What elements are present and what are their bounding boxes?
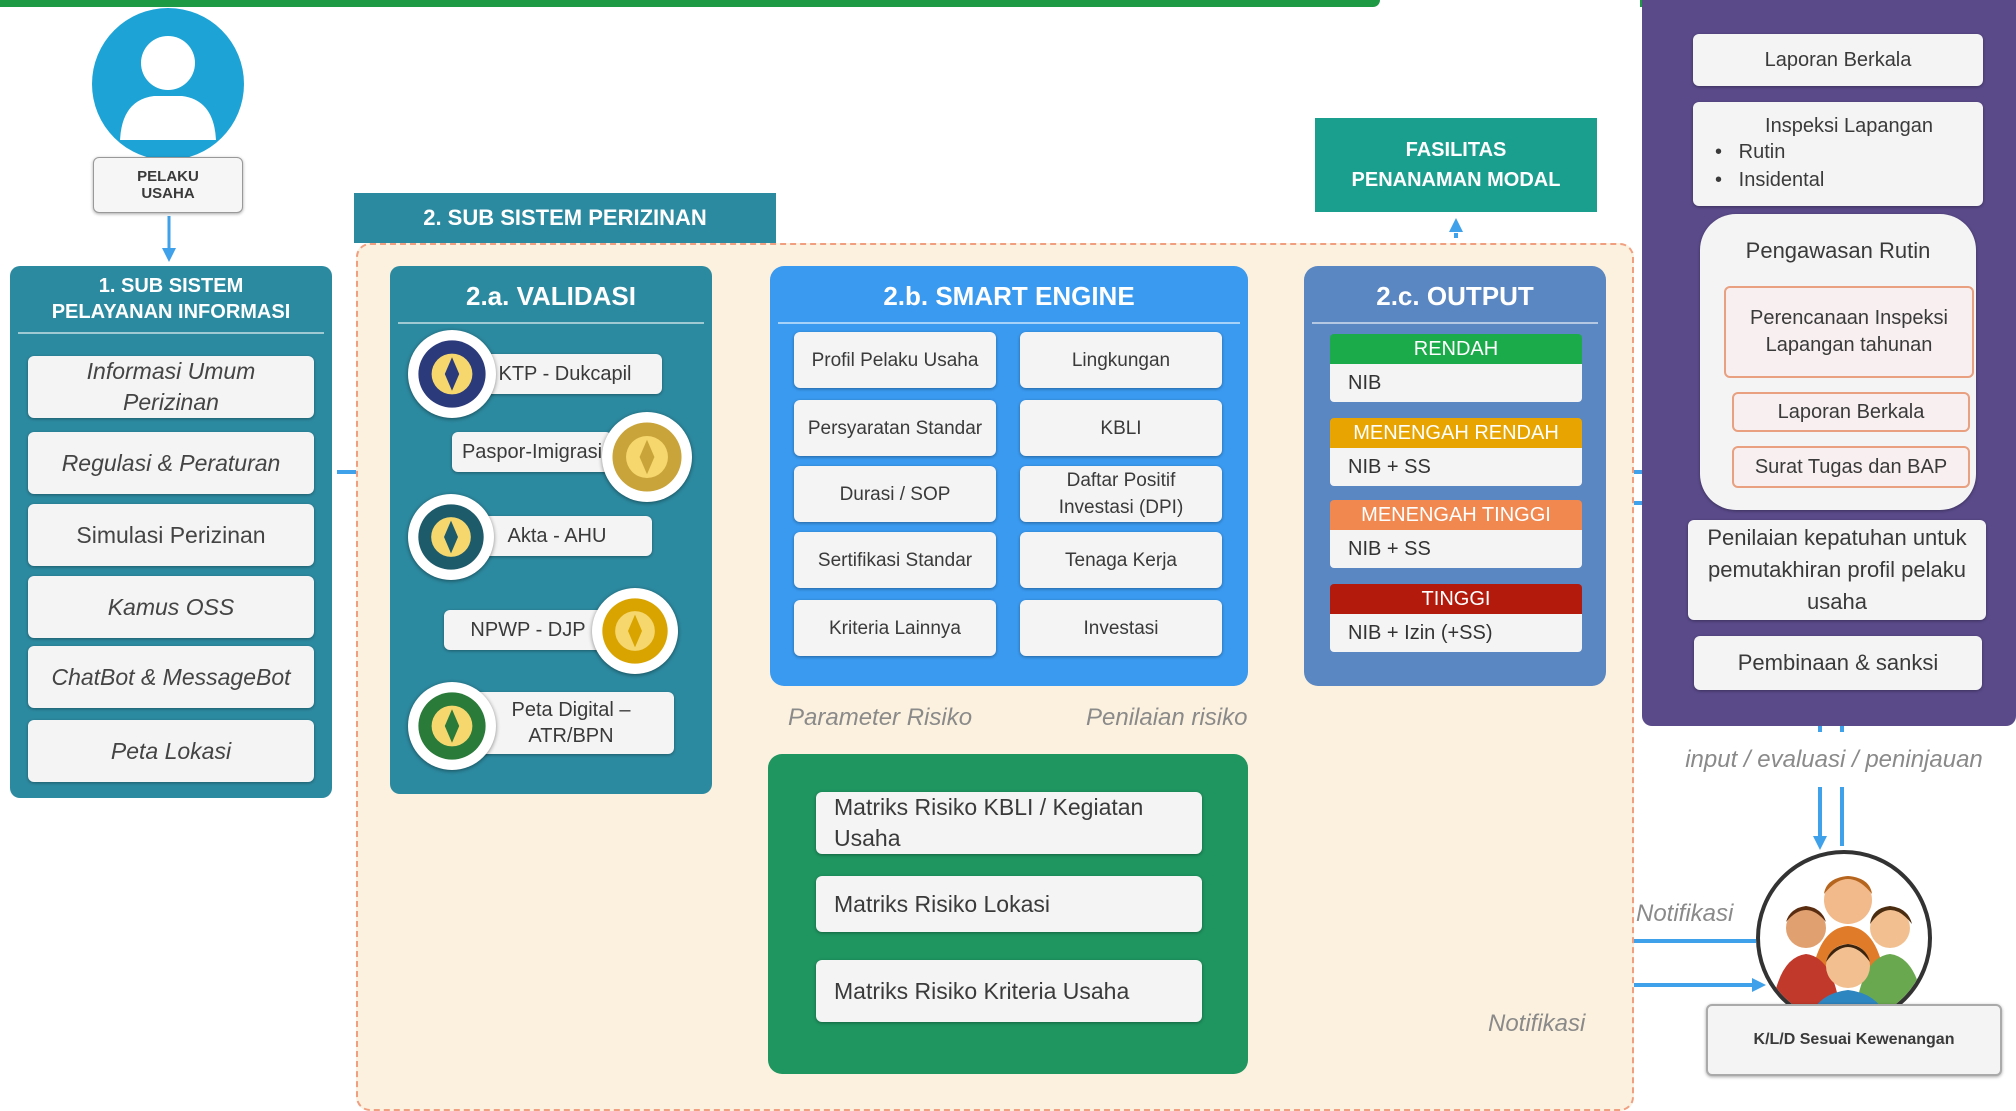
risk-level-value: NIB + SS (1330, 530, 1582, 568)
kld-group-icon (1756, 850, 1932, 1026)
inspeksi-item-insidental: • Insidental (1715, 168, 1825, 191)
output-title: 2.c. OUTPUT (1376, 280, 1534, 311)
validasi-item-label: KTP - Dukcapil (468, 354, 662, 394)
smart-right-item: Investasi (1020, 600, 1222, 656)
risk-level-0: RENDAH (1330, 334, 1582, 364)
pembinaan-sanksi-box: Pembinaan & sanksi (1694, 636, 1982, 690)
pengawasan-rutin-title: Pengawasan Rutin (1745, 238, 1931, 263)
sub1-item: Peta Lokasi (28, 720, 314, 782)
smart-right-item: Tenaga Kerja (1020, 532, 1222, 588)
inspeksi-title: Inspeksi Lapangan (1765, 114, 1933, 137)
risk-level-value: NIB + SS (1330, 448, 1582, 486)
imigrasi-logo (602, 412, 692, 502)
smart-left-item: Durasi / SOP (794, 466, 996, 522)
input-evaluasi-label: input / evaluasi / peninjauan (1685, 746, 1983, 773)
smart-right-item: Daftar Positif Investasi (DPI) (1020, 466, 1222, 522)
parameter-risiko-label: Parameter Risiko (788, 704, 973, 731)
smart-left-item: Profil Pelaku Usaha (794, 332, 996, 388)
sub2-title: 2. SUB SISTEM PERIZINAN (354, 193, 776, 243)
matriks-risiko-item: Matriks Risiko Lokasi (816, 876, 1202, 932)
sub1-title-line2: PELAYANAN INFORMASI (51, 301, 291, 323)
validasi-item-label: Paspor-Imigrasi (452, 432, 612, 472)
user-avatar-icon (92, 8, 244, 160)
sub1-item: Informasi Umum Perizinan (28, 356, 314, 418)
inspeksi-item-rutin: • Rutin (1715, 140, 1786, 163)
fasilitas-line1: FASILITAS (1405, 139, 1507, 161)
surat-tugas-box: Surat Tugas dan BAP (1732, 446, 1970, 488)
smart-engine-title: 2.b. SMART ENGINE (883, 280, 1135, 311)
actor-label-line2: USAHA (141, 185, 195, 202)
sub1-item: Kamus OSS (28, 576, 314, 638)
smart-right-item: Lingkungan (1020, 332, 1222, 388)
ahu-logo (408, 494, 494, 580)
laporan-berkala-box: Laporan Berkala (1693, 34, 1983, 86)
sub1-title: 1. SUB SISTEM PELAYANAN INFORMASI (10, 270, 332, 328)
laporan-berkala-rutin-box: Laporan Berkala (1732, 392, 1970, 432)
atr-bpn-logo (408, 682, 496, 770)
risk-level-2: MENENGAH TINGGI (1330, 500, 1582, 530)
actor-label-line1: PELAKU (137, 168, 199, 185)
sub1-item: Simulasi Perizinan (28, 504, 314, 566)
penilaian-kepatuhan-box: Penilaian kepatuhan untuk pemutakhiran p… (1688, 520, 1986, 620)
top-accent-bar (0, 0, 1380, 7)
penilaian-risiko-label: Penilaian risiko (1086, 704, 1248, 731)
dukcapil-logo (408, 330, 496, 418)
pengawasan-rutin-box: Pengawasan Rutin Perencanaan Inspeksi La… (1700, 214, 1976, 510)
perencanaan-inspeksi-box: Perencanaan Inspeksi Lapangan tahunan (1724, 286, 1974, 378)
risk-level-1: MENENGAH RENDAH (1330, 418, 1582, 448)
djp-logo (592, 588, 678, 674)
fasilitas-line2: PENANAMAN MODAL (1351, 169, 1561, 191)
risk-level-3: TINGGI (1330, 584, 1582, 614)
validasi-title: 2.a. VALIDASI (465, 280, 636, 311)
notifikasi-label-lower: Notifikasi (1488, 1010, 1586, 1037)
smart-right-item: KBLI (1020, 400, 1222, 456)
fasilitas-penanaman-modal-box: FASILITAS PENANAMAN MODAL (1315, 118, 1597, 212)
smart-left-item: Sertifikasi Standar (794, 532, 996, 588)
smart-left-item: Kriteria Lainnya (794, 600, 996, 656)
inspeksi-lapangan-box: Inspeksi Lapangan • Rutin • Insidental (1693, 102, 1983, 206)
risk-level-value: NIB (1330, 364, 1582, 402)
matriks-risiko-item: Matriks Risiko KBLI / Kegiatan Usaha (816, 792, 1202, 854)
actor-label: PELAKU USAHA (93, 157, 243, 213)
sub1-item: ChatBot & MessageBot (28, 646, 314, 708)
smart-left-item: Persyaratan Standar (794, 400, 996, 456)
matriks-risiko-item: Matriks Risiko Kriteria Usaha (816, 960, 1202, 1022)
validasi-item-label: Peta Digital – ATR/BPN (468, 692, 674, 754)
notifikasi-label-upper: Notifikasi (1636, 900, 1734, 927)
sub1-item: Regulasi & Peraturan (28, 432, 314, 494)
sub1-title-line1: 1. SUB SISTEM (98, 275, 244, 297)
kld-label-box: K/L/D Sesuai Kewenangan (1706, 1004, 2002, 1076)
validasi-item-label: NPWP - DJP (444, 610, 612, 650)
risk-level-value: NIB + Izin (+SS) (1330, 614, 1582, 652)
